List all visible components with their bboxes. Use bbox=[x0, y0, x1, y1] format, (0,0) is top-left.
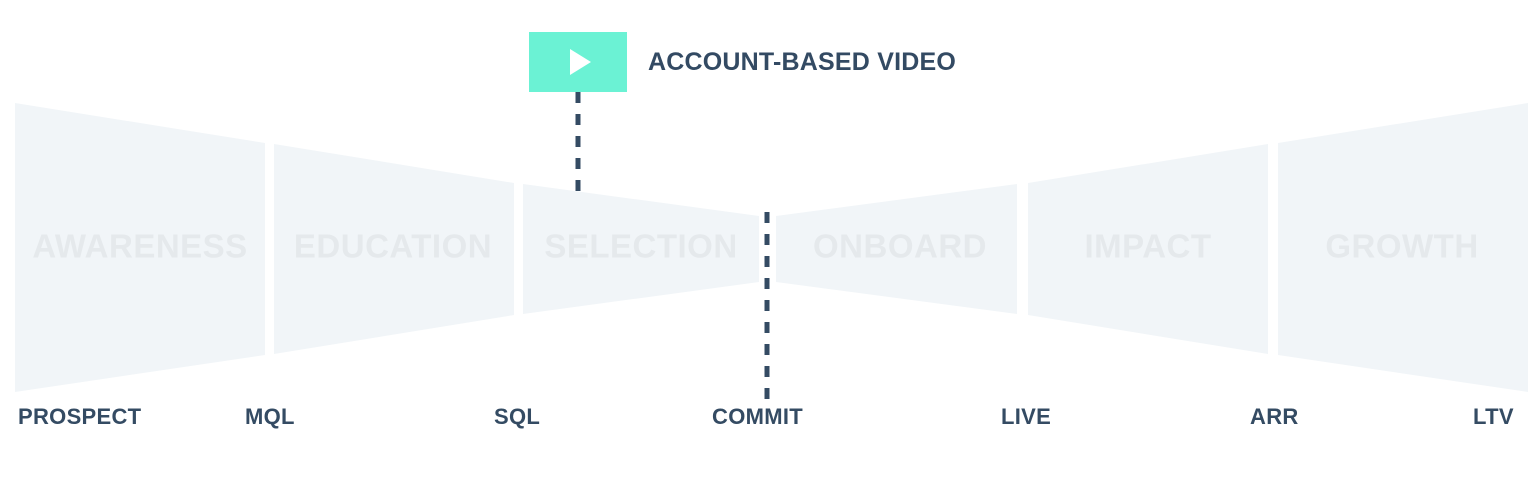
funnel-stage-label: GROWTH bbox=[1325, 228, 1478, 265]
milestone-mql[interactable]: MQL bbox=[245, 404, 295, 429]
milestone-sql[interactable]: SQL bbox=[494, 404, 541, 429]
callout-label: ACCOUNT-BASED VIDEO bbox=[648, 47, 956, 76]
milestone-live[interactable]: LIVE bbox=[1001, 404, 1052, 429]
funnel-stage-shape bbox=[776, 184, 1017, 314]
funnel-stage-shape bbox=[15, 103, 265, 392]
milestone-commit[interactable]: COMMIT bbox=[712, 404, 804, 429]
funnel-stage-label: SELECTION bbox=[544, 228, 737, 265]
milestone-axis: PROSPECT MQL SQL COMMIT LIVE ARR LTV bbox=[0, 406, 1530, 446]
funnel-stage-impact[interactable]: IMPACT bbox=[1028, 144, 1268, 354]
play-triangle-glyph bbox=[570, 49, 591, 75]
funnel-stage-education[interactable]: EDUCATION bbox=[274, 144, 514, 354]
milestone-arr[interactable]: ARR bbox=[1250, 404, 1299, 429]
funnel-stage-awareness[interactable]: AWARENESS bbox=[15, 103, 265, 392]
funnel-stage-label: AWARENESS bbox=[32, 228, 247, 265]
funnel-stage-shape bbox=[523, 184, 759, 314]
funnel-stage-label: EDUCATION bbox=[294, 228, 492, 265]
funnel-stage-label: IMPACT bbox=[1084, 228, 1211, 265]
funnel-stage-onboard[interactable]: ONBOARD bbox=[776, 184, 1017, 314]
funnel-stage-shape bbox=[1278, 103, 1528, 392]
milestone-ltv[interactable]: LTV bbox=[1473, 404, 1514, 429]
funnel-stage-shape bbox=[274, 144, 514, 354]
funnel-stage-selection[interactable]: SELECTION bbox=[523, 184, 759, 314]
funnel-stage-growth[interactable]: GROWTH bbox=[1278, 103, 1528, 392]
funnel-stage-shape bbox=[1028, 144, 1268, 354]
funnel-stage-label: ONBOARD bbox=[813, 228, 987, 265]
play-icon[interactable] bbox=[529, 32, 627, 92]
milestone-prospect[interactable]: PROSPECT bbox=[18, 404, 142, 429]
account-based-video-callout[interactable]: ACCOUNT-BASED VIDEO bbox=[529, 32, 956, 92]
